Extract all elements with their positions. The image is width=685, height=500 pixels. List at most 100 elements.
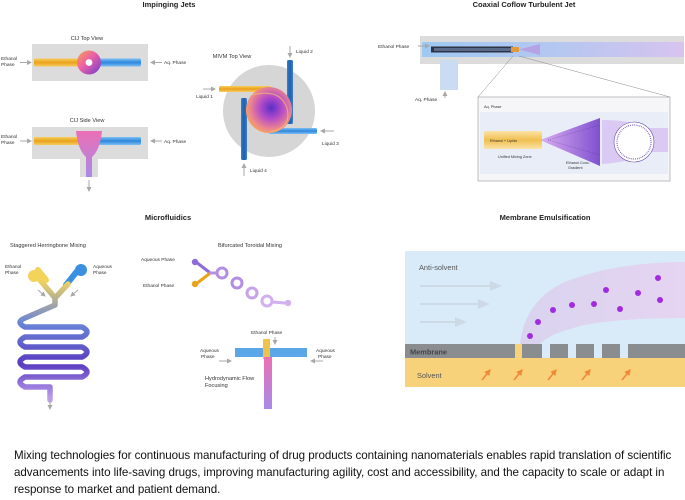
flow-arrow-2 — [420, 299, 490, 309]
particle — [535, 319, 541, 325]
toroidal-ring-3 — [245, 286, 259, 300]
cij-top-ethanol-label-1: Ethanol — [1, 56, 17, 62]
toroidal-diagram: Bifurcated Toroidal Mixing Aqueous Phase… — [141, 243, 292, 308]
section-title-membrane: Membrane Emulsification — [500, 213, 591, 222]
section-title-microfluidics: Microfluidics — [145, 213, 191, 222]
coaxial-detail-ring — [616, 124, 652, 160]
hydro-aq-right-2: Phase — [318, 354, 332, 360]
mivm-liquid4-label: Liquid 4 — [250, 168, 267, 174]
membrane-emulsification-diagram: Anti-solvent Membrane — [405, 251, 685, 387]
mivm-swirl-stream — [251, 92, 289, 133]
membrane-pore-active — [515, 344, 522, 358]
cij-top-ethanol-label-2: Phase — [1, 62, 15, 68]
coaxial-needle-tip — [511, 47, 519, 52]
coaxial-detail-cone — [540, 118, 600, 166]
section-title-impinging-jets: Impinging Jets — [143, 0, 196, 9]
toroidal-aqueous-label: Aqueous Phase — [141, 257, 175, 263]
cij-top-outlet — [85, 59, 93, 66]
membrane-anti-solvent-label: Anti-solvent — [419, 263, 458, 272]
cij-side-aqueous-channel — [98, 137, 141, 145]
herringbone-ethanol-inlet — [35, 267, 49, 283]
solvent-arrow — [581, 369, 591, 381]
coaxial-detail-unified-zone: Unified Mixing Zone — [498, 155, 532, 159]
cij-side-aq-label: Aq. Phase — [164, 139, 186, 145]
coaxial-needle-core — [434, 48, 513, 51]
herringbone-ethanol-2: Phase — [5, 270, 19, 276]
particle — [617, 306, 623, 312]
solvent-arrow — [513, 369, 523, 381]
membrane-solvent-region — [405, 358, 685, 387]
herringbone-ethanol-1: Ethanol — [5, 264, 21, 270]
hydro-aq-right-1: Aqueous — [316, 348, 336, 354]
coaxial-zoom-line-left — [477, 55, 514, 98]
toroidal-ring-2 — [230, 276, 244, 290]
herringbone-title: Staggered Herringbone Mixing — [10, 243, 86, 249]
cij-side-ethanol-label-2: Phase — [1, 140, 15, 146]
membrane-flow-arrows — [420, 281, 502, 327]
membrane-layer — [405, 344, 685, 358]
toroidal-ring-1 — [215, 266, 229, 280]
solvent-flow-arrows — [481, 369, 631, 381]
membrane-segment — [522, 344, 542, 358]
mivm-liquid4-channel — [241, 98, 247, 160]
mivm-liquid1-label: Liquid 1 — [196, 94, 213, 100]
cij-side-title: CIJ Side View — [70, 118, 106, 124]
particle — [550, 307, 556, 313]
mivm-title: MIVM Top View — [213, 54, 253, 60]
hydro-title-2: Focusing — [205, 383, 228, 389]
membrane-solvent-label: Solvent — [417, 371, 442, 380]
hydro-ethanol-channel — [263, 339, 270, 359]
herringbone-aqueous-port — [75, 264, 87, 276]
toroidal-title: Bifurcated Toroidal Mixing — [218, 243, 282, 249]
hydro-aq-left-2: Phase — [201, 354, 215, 360]
herringbone-aqueous-arrow — [70, 289, 79, 297]
herringbone-ethanol-arrow — [37, 289, 46, 297]
herringbone-ethanol-port — [28, 270, 40, 282]
toroidal-outlet-channel — [270, 300, 287, 305]
coaxial-detail-aq-label: Aq. Phase — [484, 105, 502, 109]
mivm-liquid2-label: Liquid 2 — [296, 49, 313, 55]
figure-caption: Mixing technologies for continuous manuf… — [14, 449, 672, 496]
solvent-arrow — [481, 369, 491, 381]
toroidal-ring-4 — [260, 294, 274, 308]
coaxial-detail-gradient-2: Gradient — [568, 166, 584, 170]
particle — [591, 301, 597, 307]
particle — [635, 290, 641, 296]
membrane-label: Membrane — [410, 348, 447, 357]
coaxial-coflow-diagram: Ethanol Phase Aq. Phase Aq. Phase Ethano… — [378, 36, 684, 182]
mivm-liquid3-label: Liquid 3 — [322, 141, 339, 147]
cij-side-view: CIJ Side View Ethanol Phase Aq. Phase — [1, 118, 186, 192]
coaxial-ethanol-label: Ethanol Phase — [378, 44, 410, 50]
solvent-arrow — [547, 369, 557, 381]
cij-top-view: CIJ Top View Ethanol Phase Aq. Phase — [1, 36, 186, 81]
coaxial-zoom-line-right — [518, 55, 671, 98]
hydro-aq-left-1: Aqueous — [200, 348, 220, 354]
cij-side-ethanol-channel — [34, 137, 80, 145]
membrane-segment — [405, 344, 515, 358]
toroidal-aqueous-port — [191, 258, 199, 266]
mivm-top-view: MIVM Top View Liquid 1 Liquid 2 Liquid 3… — [196, 46, 339, 176]
particle — [527, 333, 533, 339]
coaxial-outer-flow — [422, 42, 684, 57]
membrane-particles — [527, 275, 663, 339]
solvent-arrow — [621, 369, 631, 381]
toroidal-aqueous-inlet — [194, 260, 211, 274]
coaxial-detail-tube — [484, 131, 542, 149]
herringbone-serpentine-channel — [17, 277, 90, 403]
hydro-title-1: Hydrodynamic Flow — [205, 376, 255, 382]
membrane-segment — [550, 344, 568, 358]
toroidal-ethanol-port — [191, 280, 199, 288]
particle — [655, 275, 661, 281]
membrane-segment — [602, 344, 620, 358]
cij-top-aqueous-channel — [98, 58, 141, 67]
cij-side-mixing-chamber — [76, 131, 102, 177]
toroidal-ethanol-inlet — [194, 272, 211, 286]
particle — [603, 287, 609, 293]
coaxial-aq-inlet — [440, 60, 458, 90]
section-title-coaxial: Coaxial Coflow Turbulent Jet — [473, 0, 576, 9]
membrane-segment — [628, 344, 685, 358]
cij-side-ethanol-label-1: Ethanol — [1, 134, 17, 140]
hydro-outlet-channel — [264, 357, 272, 409]
coaxial-mixing-cone — [519, 44, 540, 55]
